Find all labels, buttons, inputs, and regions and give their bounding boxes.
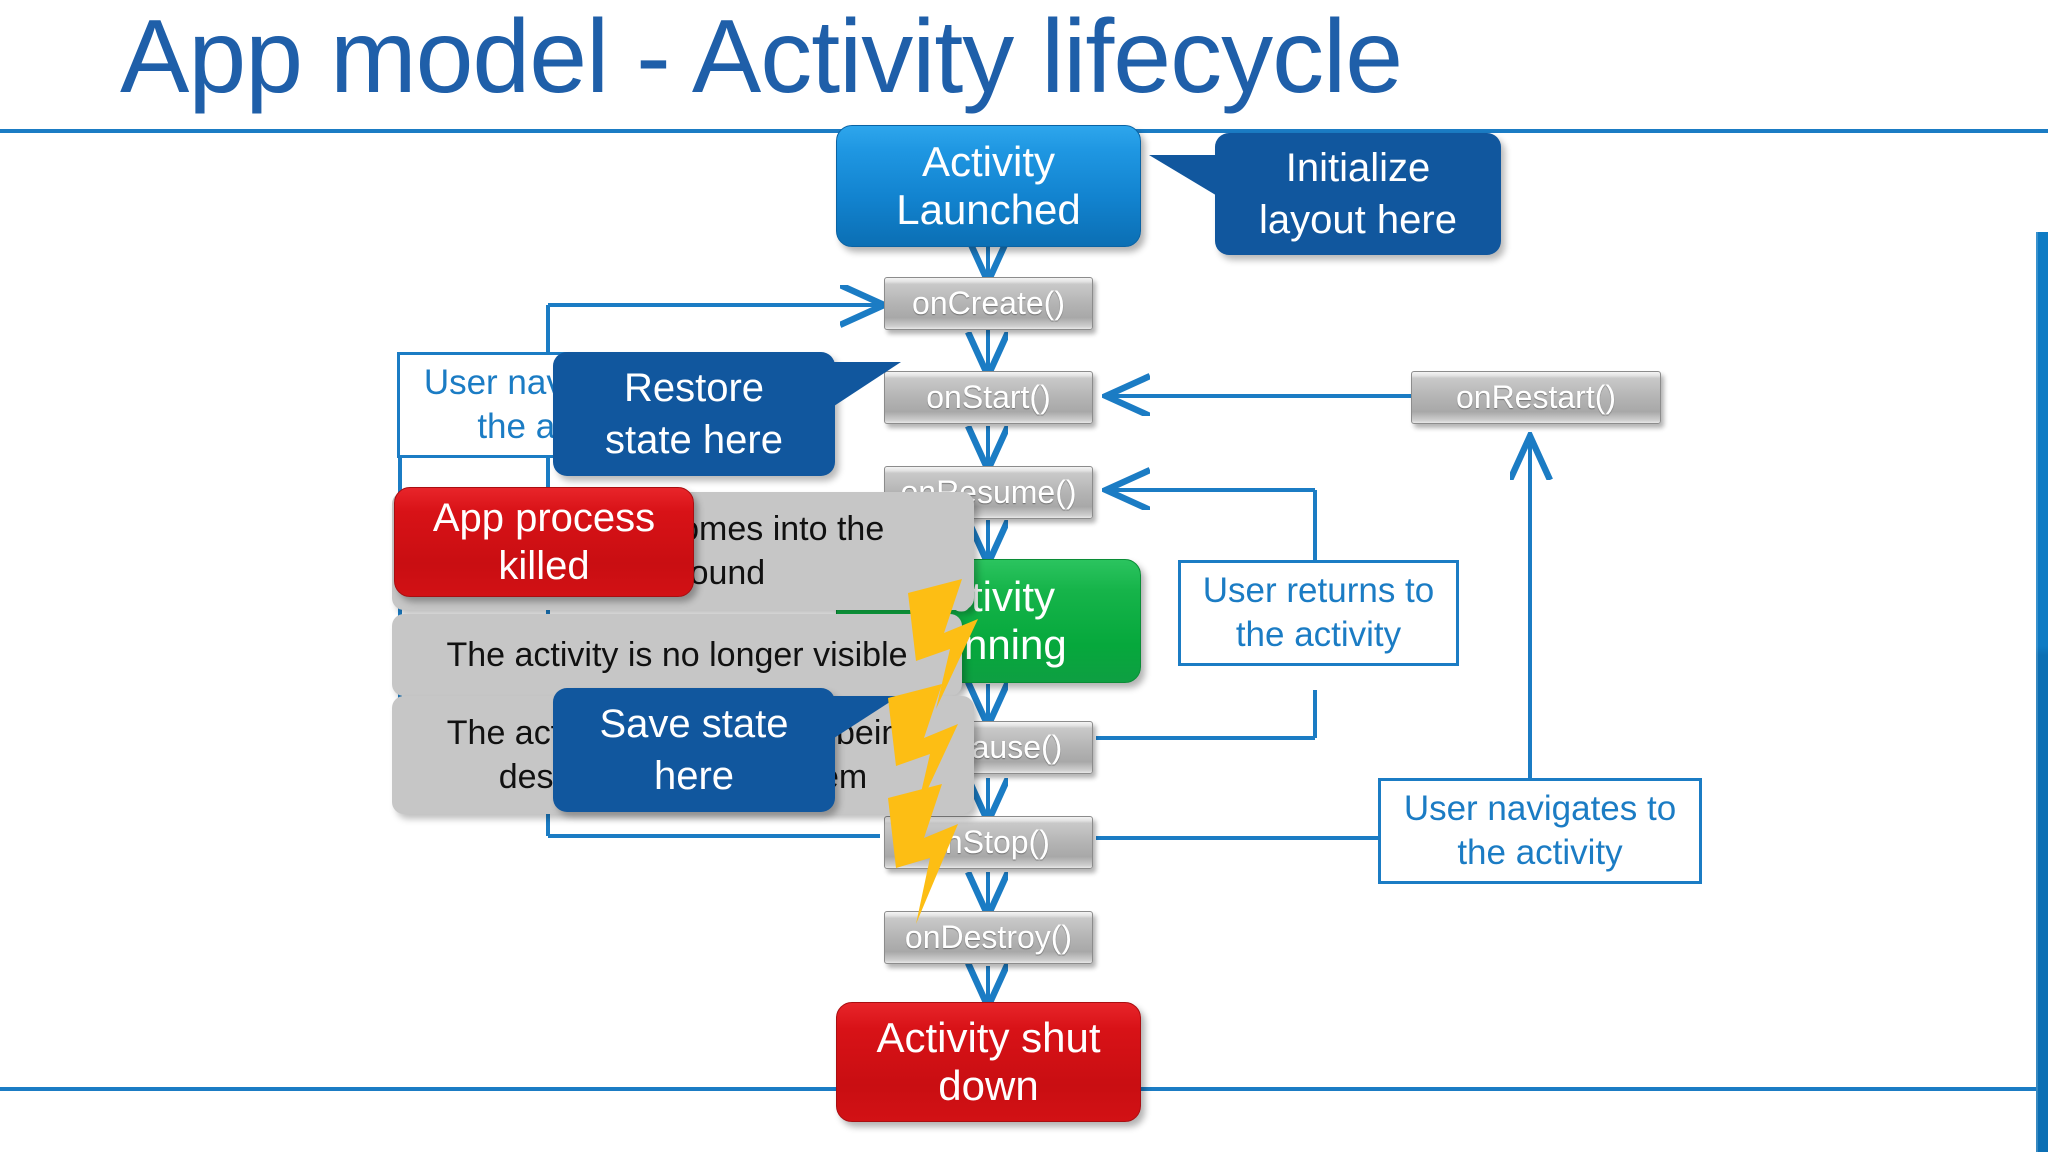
badge-app-process-killed-line2: killed xyxy=(498,544,590,588)
callout-save-state[interactable]: Save state here xyxy=(553,688,899,812)
method-onstart-label: onStart() xyxy=(926,379,1051,415)
state-shutdown-line2: down xyxy=(938,1062,1039,1109)
label-user-returns-line1: User returns to xyxy=(1202,571,1435,610)
state-activity-launched[interactable]: Activity Launched xyxy=(836,125,1141,247)
method-oncreate[interactable]: onCreate() xyxy=(884,277,1093,330)
callout-restore-state[interactable]: Restore state here xyxy=(553,352,901,476)
tip-activity-not-visible-text: The activity is no longer visible xyxy=(446,636,908,674)
right-edge-accent-bar xyxy=(2036,232,2048,1152)
page-title: App model - Activity lifecycle xyxy=(120,0,1403,115)
callout-initialize-tail-icon xyxy=(1149,155,1219,197)
method-onrestart[interactable]: onRestart() xyxy=(1411,371,1661,424)
callout-restore-tail-icon xyxy=(831,362,901,408)
callout-restore-line2: state here xyxy=(605,418,783,462)
method-onstop-label: onStop() xyxy=(927,824,1050,860)
callout-save-tail-icon xyxy=(831,696,899,740)
tip-activity-not-visible: The activity is no longer visible xyxy=(392,614,962,696)
state-activity-launched-line2: Launched xyxy=(896,186,1081,233)
method-ondestroy[interactable]: onDestroy() xyxy=(884,911,1093,964)
badge-app-process-killed[interactable]: App process killed xyxy=(394,487,694,597)
callout-initialize-layout[interactable]: Initialize layout here xyxy=(1149,133,1501,255)
callout-restore-line1: Restore xyxy=(623,366,765,410)
state-activity-shut-down[interactable]: Activity shut down xyxy=(836,1002,1141,1122)
label-user-navigates-right: User navigates to the activity xyxy=(1378,778,1702,884)
state-shutdown-line1: Activity shut xyxy=(876,1014,1101,1061)
callout-initialize-line1: Initialize xyxy=(1285,146,1431,190)
method-onstart[interactable]: onStart() xyxy=(884,371,1093,424)
callout-save-line1: Save state xyxy=(599,702,789,746)
callout-save-line2: here xyxy=(653,754,735,798)
label-user-returns: User returns to the activity xyxy=(1178,560,1459,666)
method-ondestroy-label: onDestroy() xyxy=(904,919,1073,955)
label-user-navigates-right-line2: the activity xyxy=(1457,833,1623,872)
callout-initialize-line2: layout here xyxy=(1259,198,1457,242)
badge-app-process-killed-line1: App process xyxy=(432,496,656,540)
method-oncreate-label: onCreate() xyxy=(912,285,1065,321)
label-user-navigates-right-line1: User navigates to xyxy=(1403,789,1677,828)
method-onstop[interactable]: onStop() xyxy=(884,816,1093,869)
method-onrestart-label: onRestart() xyxy=(1455,379,1617,415)
state-activity-launched-line1: Activity xyxy=(921,138,1055,185)
label-user-returns-line2: the activity xyxy=(1235,615,1402,654)
